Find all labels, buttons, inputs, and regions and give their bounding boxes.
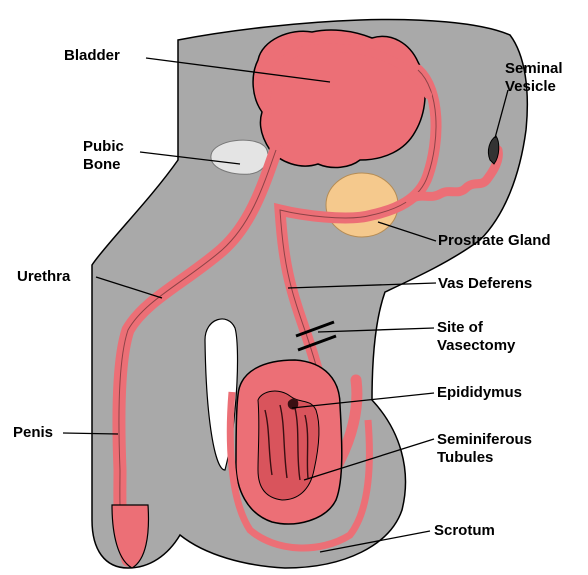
label-seminiferous-tubules: Seminiferous Tubules	[437, 431, 532, 467]
label-pubic-bone: Pubic Bone	[83, 138, 124, 174]
prostate-gland	[326, 173, 398, 237]
label-bladder: Bladder	[64, 47, 120, 65]
label-vas-deferens: Vas Deferens	[438, 275, 532, 293]
label-epididymus: Epididymus	[437, 384, 522, 402]
label-penis: Penis	[13, 424, 53, 442]
label-urethra: Urethra	[17, 268, 70, 286]
pubic-bone	[211, 140, 268, 174]
label-seminal-vesicle: Seminal Vesicle	[505, 60, 563, 96]
label-scrotum: Scrotum	[434, 522, 495, 540]
label-prostate-gland: Prostrate Gland	[438, 232, 551, 250]
label-site-of-vasectomy: Site of Vasectomy	[437, 319, 515, 355]
